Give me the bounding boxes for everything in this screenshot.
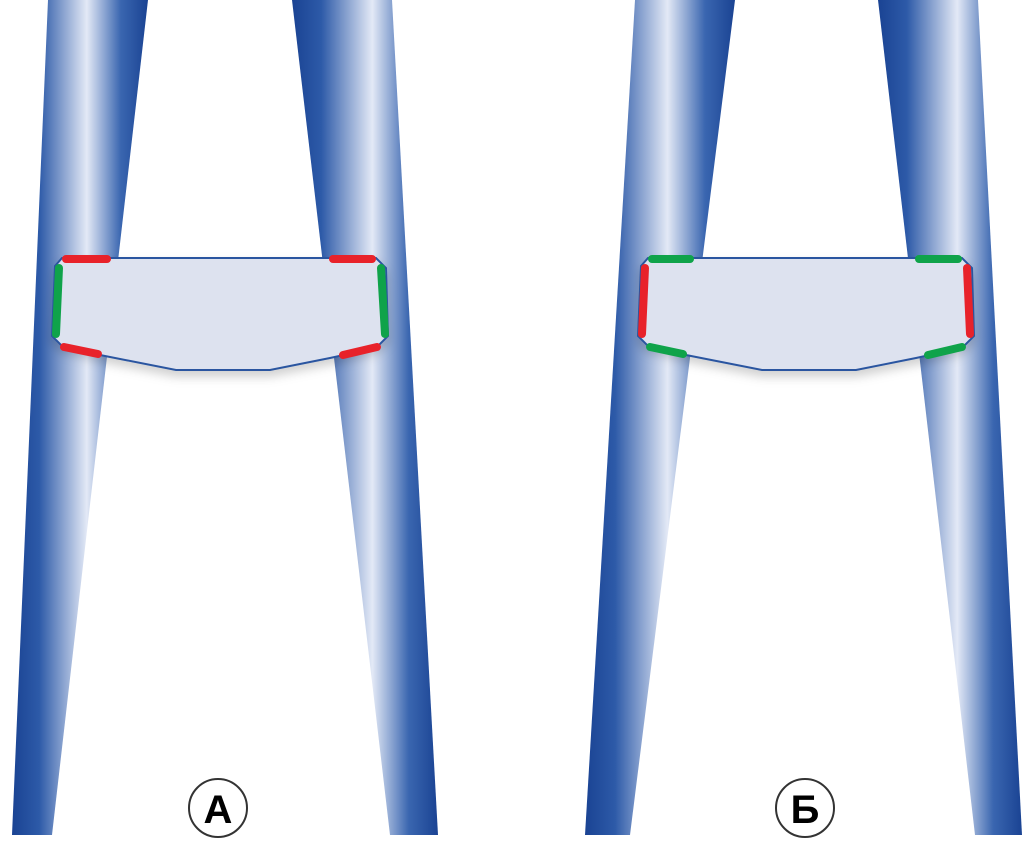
crutch-leg-left xyxy=(12,0,148,835)
marker-side-right xyxy=(963,264,974,338)
marker-side-right xyxy=(377,264,389,338)
panel-label-b: Б xyxy=(791,788,820,832)
crutch-leg-right xyxy=(292,0,438,835)
marker-bottom-right xyxy=(924,343,966,359)
marker-bottom-right xyxy=(339,343,381,359)
edge-markers xyxy=(638,255,974,359)
panel-b: Б xyxy=(585,0,1022,838)
panel-label-a: А xyxy=(204,788,233,832)
marker-bottom-left xyxy=(60,343,102,358)
label-circle-a xyxy=(188,778,248,838)
crossbar xyxy=(50,257,390,371)
crutch-leg-left xyxy=(585,0,735,835)
edge-markers xyxy=(52,255,389,359)
marker-side-left xyxy=(638,264,649,338)
crossbar xyxy=(636,257,976,371)
crutch-leg-right xyxy=(878,0,1022,835)
panel-a: А xyxy=(12,0,438,838)
marker-side-left xyxy=(52,264,63,338)
marker-bottom-left xyxy=(646,343,687,358)
label-circle-b xyxy=(775,778,835,838)
